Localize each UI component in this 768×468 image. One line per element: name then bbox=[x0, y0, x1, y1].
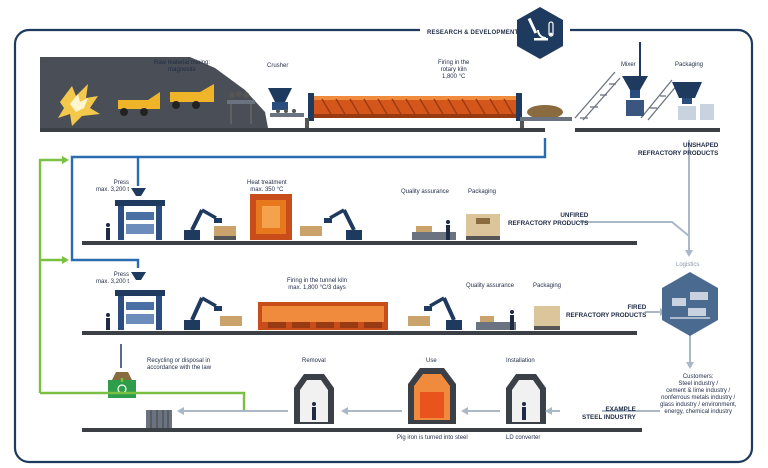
label-mixer: Mixer bbox=[621, 62, 636, 68]
label-customers: Customers: Steel industry / cement & lim… bbox=[660, 374, 737, 415]
label-use: Use bbox=[426, 358, 437, 364]
robot-arm-3b bbox=[424, 296, 462, 330]
label-logistics: Logistics bbox=[676, 262, 700, 268]
blast-icon bbox=[58, 84, 100, 126]
flow-line-blue bbox=[70, 138, 547, 268]
robot-arm-2b bbox=[324, 208, 362, 240]
sinter-pile bbox=[527, 105, 563, 119]
mining-trucks bbox=[118, 84, 214, 116]
label-mining: Raw material mining: magnesite bbox=[154, 60, 211, 73]
mixer-machine bbox=[622, 42, 648, 116]
logistics-icon bbox=[662, 272, 718, 336]
scrap-container bbox=[146, 410, 172, 428]
label-unfired-products: UNFIRED REFRACTORY PRODUCTS bbox=[508, 212, 589, 227]
label-fired-products: FIRED REFRACTORY PRODUCTS bbox=[566, 304, 647, 319]
robot-arm-2a bbox=[184, 208, 222, 240]
label-rotary-kiln: Firing in the rotary kiln 1,800 °C bbox=[438, 60, 470, 80]
label-recycling: Recycling or disposal in accordance with… bbox=[147, 358, 212, 371]
flow-line-green bbox=[38, 158, 246, 410]
rd-title: RESEARCH & DEVELOPMENT bbox=[427, 30, 519, 36]
converter-use bbox=[408, 368, 456, 424]
floor-stage2 bbox=[82, 241, 637, 245]
label-tunnel-kiln: Firing in the tunnel kiln max. 1,800 °C/… bbox=[287, 278, 348, 291]
inclined-conveyor bbox=[574, 71, 679, 121]
converter-removal bbox=[294, 374, 334, 424]
label-ld-converter: LD converter bbox=[506, 435, 541, 441]
press-machine-3 bbox=[115, 272, 165, 330]
label-crusher: Crusher bbox=[267, 63, 289, 69]
packaging-machine-1 bbox=[672, 82, 714, 120]
label-press-3: Press max. 3,200 t bbox=[96, 272, 130, 285]
crusher-machine bbox=[268, 88, 304, 117]
ore-conveyor bbox=[227, 91, 255, 124]
microscope-icon bbox=[517, 7, 563, 59]
label-packaging-3: Packaging bbox=[533, 283, 562, 289]
floor-stage3 bbox=[82, 331, 637, 335]
pallet-2 bbox=[466, 214, 500, 240]
label-heat-treatment: Heat treatment max. 350 °C bbox=[247, 180, 287, 193]
recycling-bin bbox=[108, 344, 136, 398]
label-unshaped-products: UNSHAPED REFRACTORY PRODUCTS bbox=[638, 142, 719, 157]
qa-station-3 bbox=[476, 310, 516, 330]
tunnel-kiln bbox=[258, 302, 388, 330]
qa-station-2 bbox=[412, 220, 456, 240]
label-packaging-2: Packaging bbox=[468, 189, 497, 195]
outer-frame bbox=[13, 28, 754, 464]
label-installation: Installation bbox=[506, 358, 535, 364]
robot-arm-3a bbox=[184, 296, 222, 330]
heat-treatment-oven bbox=[250, 194, 292, 240]
converter-installation bbox=[506, 374, 546, 424]
flow-line-grey bbox=[184, 140, 691, 412]
label-qa-2: Quality assurance bbox=[401, 189, 450, 195]
press-machine-2 bbox=[115, 188, 165, 240]
label-removal: Removal bbox=[302, 358, 326, 364]
label-example-steel: EXAMPLE STEEL INDUSTRY bbox=[582, 406, 636, 421]
label-packaging-1: Packaging bbox=[675, 62, 704, 68]
label-pig-iron: Pig iron is turned into steel bbox=[397, 435, 468, 441]
floor-stage4 bbox=[82, 428, 642, 432]
pallet-3 bbox=[534, 306, 560, 330]
rotary-kiln bbox=[305, 93, 524, 128]
label-press-2: Press max. 3,200 t bbox=[96, 180, 130, 193]
label-qa-3: Quality assurance bbox=[466, 283, 515, 289]
